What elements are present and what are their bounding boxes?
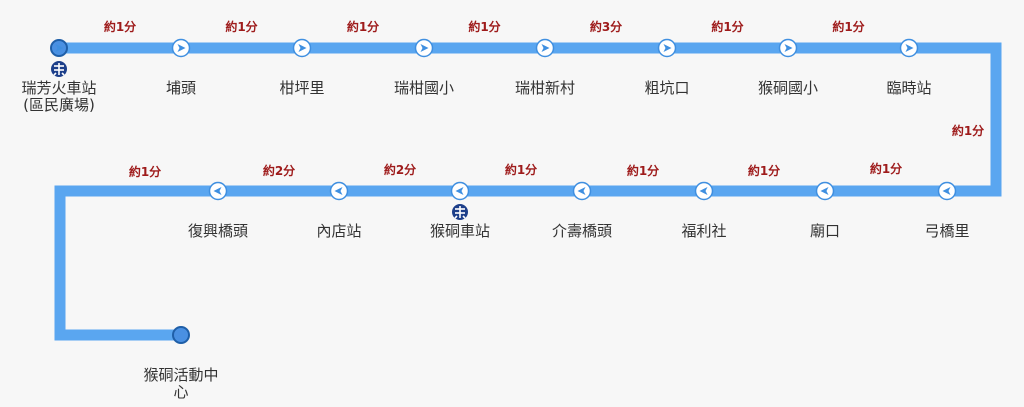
segment-time: 約1分 [468, 20, 501, 34]
stop-name: 瑞柑國小 [393, 79, 454, 97]
stop-name: 猴硐車站 [429, 222, 490, 240]
arrow-left-icon [455, 187, 464, 195]
stop-node [171, 38, 191, 58]
terminal-node [172, 326, 190, 344]
arrow-right-icon [663, 44, 672, 52]
arrow-right-icon [177, 44, 186, 52]
segment-time: 約1分 [225, 20, 258, 34]
segment-time: 約1分 [103, 20, 137, 34]
stop-node [292, 38, 312, 58]
stop-name: 粗坑口 [644, 79, 690, 97]
stop-name: 內店站 [316, 222, 362, 240]
segment-time: 約1分 [128, 165, 162, 179]
stop-name: 瑞柑新村 [514, 79, 575, 97]
segment-time: 約1分 [832, 20, 865, 34]
arrow-left-icon [334, 187, 343, 195]
segment-time: 約1分 [626, 164, 660, 178]
arrow-right-icon [55, 44, 64, 52]
stop-node [694, 181, 714, 201]
stop-node [815, 181, 835, 201]
stop-node [657, 38, 677, 58]
train-station-icon [452, 204, 468, 220]
stop-name: 介壽橋頭 [551, 222, 612, 240]
segment-time: 約1分 [869, 162, 903, 176]
segment-time: 約2分 [383, 163, 417, 177]
segment-time: 約1分 [711, 20, 744, 34]
segment-time: 約1分 [951, 124, 985, 138]
arrow-left-icon [213, 187, 222, 195]
arrow-right-icon [298, 44, 307, 52]
stop-name: 猴硐國小 [757, 79, 818, 97]
arrow-right-icon [541, 44, 550, 52]
stop-name: 猴硐活動中 心 [143, 366, 219, 401]
stop-node [50, 39, 68, 57]
stop-name: 瑞芳火車站 (區民廣場) [21, 79, 97, 114]
arrow-right-icon [784, 44, 793, 52]
stop-node [778, 38, 798, 58]
arrow-right-icon [420, 44, 429, 52]
stop-name: 復興橋頭 [187, 222, 248, 240]
segment-time: 約1分 [747, 164, 781, 178]
stop-name: 埔頭 [165, 79, 196, 97]
arrow-left-icon [942, 187, 951, 195]
stop-node [899, 38, 919, 58]
stop-name: 臨時站 [886, 79, 932, 97]
stop-node [329, 181, 349, 201]
stop-node [535, 38, 555, 58]
arrow-left-icon [820, 187, 829, 195]
arrow-right-icon [905, 44, 914, 52]
route-line [54, 42, 1002, 341]
stop-nodes [50, 38, 957, 344]
segment-time: 約1分 [504, 163, 538, 177]
segment-time: 約3分 [589, 20, 623, 34]
stop-name: 弓橋里 [924, 222, 970, 240]
stop-name: 廟口 [809, 222, 840, 240]
stop-node [450, 181, 470, 201]
stop-name: 福利社 [681, 222, 727, 240]
segment-time: 約1分 [346, 20, 380, 34]
arrow-left-icon [577, 187, 586, 195]
segment-time: 約2分 [262, 164, 296, 178]
stop-node [572, 181, 592, 201]
stop-node [172, 326, 190, 344]
stop-name: 柑坪里 [279, 79, 325, 97]
stop-node [414, 38, 434, 58]
arrow-left-icon [699, 187, 708, 195]
train-station-icon [51, 61, 67, 77]
stop-node [208, 181, 228, 201]
stop-node [937, 181, 957, 201]
